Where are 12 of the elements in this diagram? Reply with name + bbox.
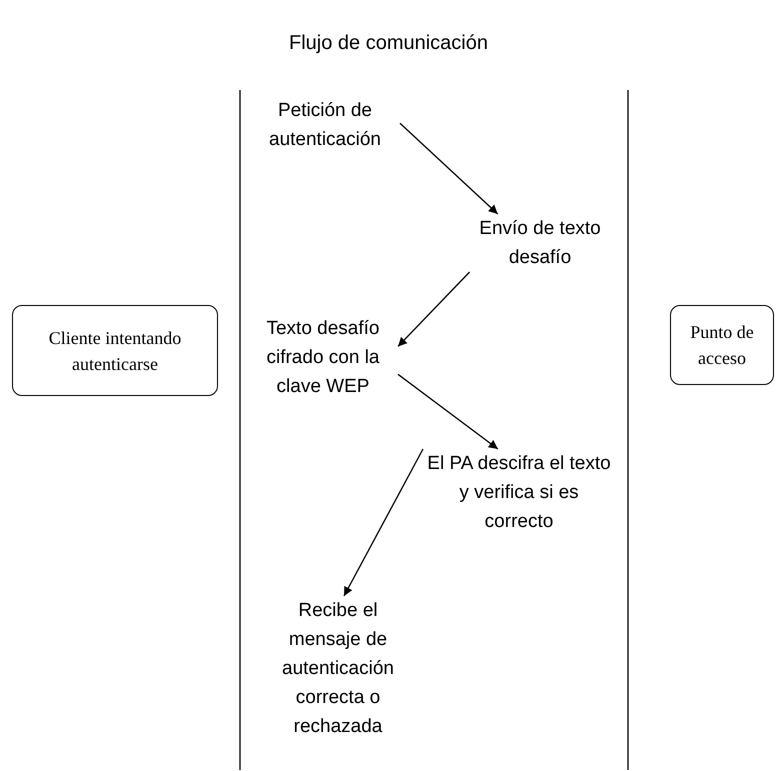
entity-box: Punto de acceso — [670, 305, 774, 385]
arrow — [343, 448, 424, 596]
step-text: Recibe el mensaje de autenticación correcta o rechazada — [263, 596, 413, 741]
arrow — [400, 122, 498, 214]
step-text: El PA descifra el texto y verifica si es correcto — [423, 449, 615, 536]
step-text: Envío de texto desafío — [452, 214, 628, 272]
step-text: Texto desafío cifrado con la clave WEP — [248, 314, 398, 430]
step-text: Petición de autenticación — [250, 96, 400, 154]
entity-box: Cliente intentando autenticarse — [12, 305, 218, 396]
arrow — [398, 272, 470, 347]
diagram-title: Flujo de comunicación — [288, 32, 489, 55]
arrow — [398, 374, 498, 450]
